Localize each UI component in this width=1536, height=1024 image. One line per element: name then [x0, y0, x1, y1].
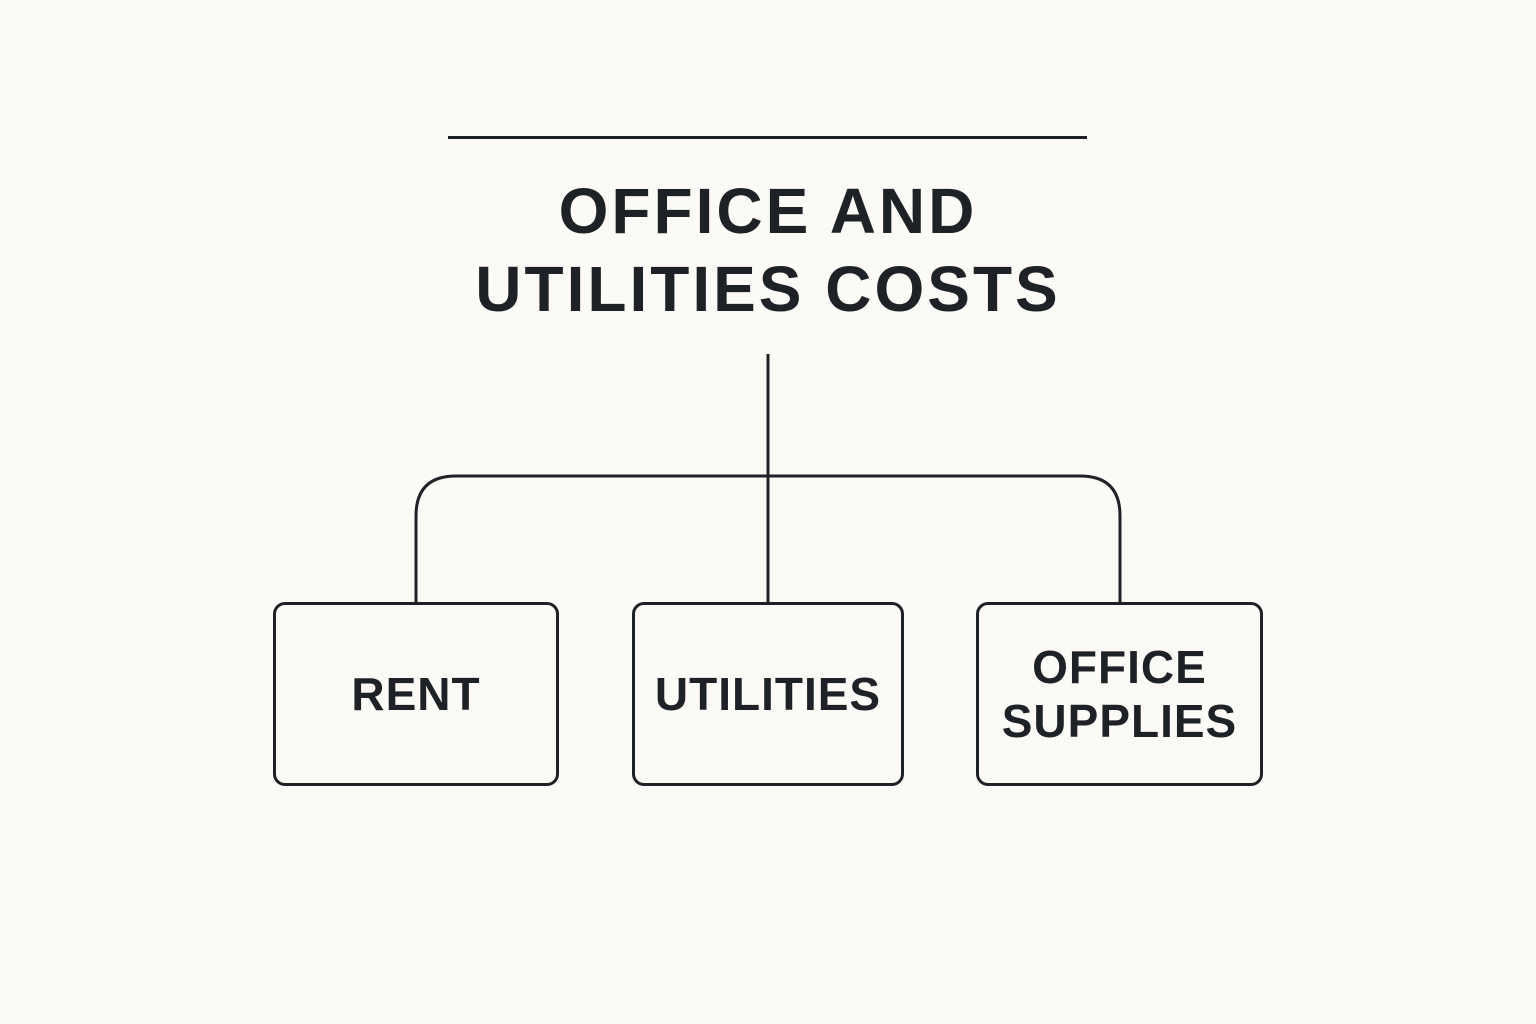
diagram-title: OFFICE AND UTILITIES COSTS — [368, 172, 1168, 328]
node-utilities-label-line-1: UTILITIES — [654, 668, 882, 720]
node-utilities-label: UTILITIES — [655, 667, 881, 721]
connector-branch-bar — [414, 474, 1122, 602]
node-office-supplies-label-line-1: OFFICE — [1032, 641, 1207, 693]
node-office-supplies-label-line-2: SUPPLIES — [1001, 695, 1238, 747]
diagram-title-line-1: OFFICE AND — [558, 175, 978, 247]
node-rent-label-line-1: RENT — [351, 668, 481, 720]
node-office-supplies-label: OFFICE SUPPLIES — [1002, 640, 1238, 748]
node-rent-label: RENT — [351, 667, 480, 721]
diagram-title-line-2: UTILITIES COSTS — [475, 253, 1061, 325]
node-utilities: UTILITIES — [632, 602, 904, 786]
node-rent: RENT — [273, 602, 559, 786]
title-rule — [448, 136, 1087, 139]
node-office-supplies: OFFICE SUPPLIES — [976, 602, 1263, 786]
